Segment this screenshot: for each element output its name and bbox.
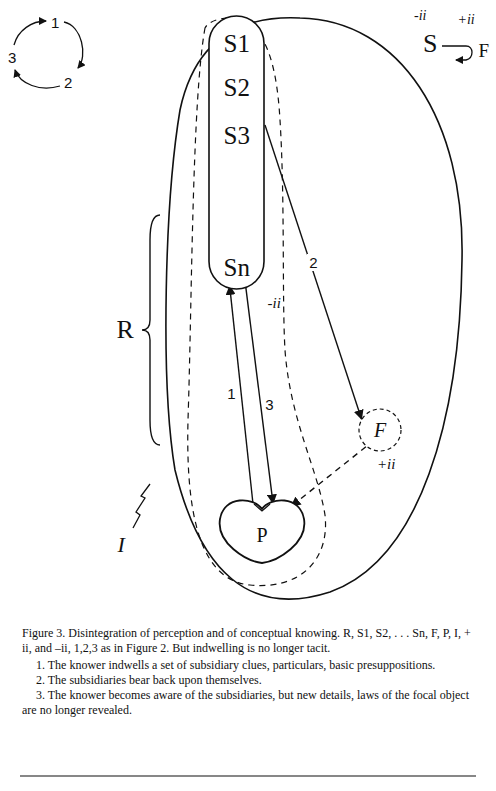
- brace: [142, 215, 160, 445]
- zigzag-mark: [133, 484, 150, 528]
- subsidiaries-oval: S1S2S3Sn: [208, 15, 265, 290]
- caption-note: 2. The subsidiaries bear back upon thems…: [22, 673, 474, 688]
- callout-number: 3: [263, 396, 275, 413]
- sign-label: -ii: [268, 296, 281, 311]
- node-label: Sn: [224, 255, 250, 280]
- callout-number: 2: [307, 254, 319, 271]
- focal-circle: F: [358, 408, 402, 452]
- figure-caption: Figure 3. Disintegration of perception a…: [22, 626, 474, 656]
- connector-arrow: [246, 286, 273, 504]
- symbol-label: S: [423, 31, 437, 57]
- indwelling-label: I: [118, 534, 125, 556]
- cycle-number: 1: [51, 15, 59, 30]
- node-label: F: [374, 420, 386, 440]
- callout-number: 1: [225, 385, 237, 402]
- cycle-number: 2: [64, 75, 72, 90]
- symbol-label: F: [479, 41, 490, 60]
- dashed-connector: [291, 447, 365, 506]
- rule: [20, 775, 476, 776]
- node-label: S1: [224, 31, 250, 56]
- symbol-label: +ii: [458, 13, 475, 27]
- caption-block: Figure 3. Disintegration of perception a…: [22, 626, 474, 718]
- node-outline: [208, 15, 265, 290]
- caption-note: 1. The knower indwells a set of subsidia…: [22, 658, 474, 673]
- hook-arrow: [442, 46, 472, 60]
- person-shape: P: [216, 495, 308, 565]
- caption-note: 3. The knower becomes aware of the subsi…: [22, 688, 474, 718]
- node-label: P: [257, 525, 268, 545]
- node-label: S3: [224, 123, 250, 148]
- node-label: S2: [224, 75, 250, 100]
- region-label: R: [117, 317, 134, 343]
- connector-arrow: [265, 125, 362, 419]
- cycle-number: 3: [8, 50, 16, 65]
- sign-label: +ii: [377, 457, 395, 472]
- cycle-arrows: [14, 21, 83, 88]
- symbol-label: -ii: [414, 9, 426, 23]
